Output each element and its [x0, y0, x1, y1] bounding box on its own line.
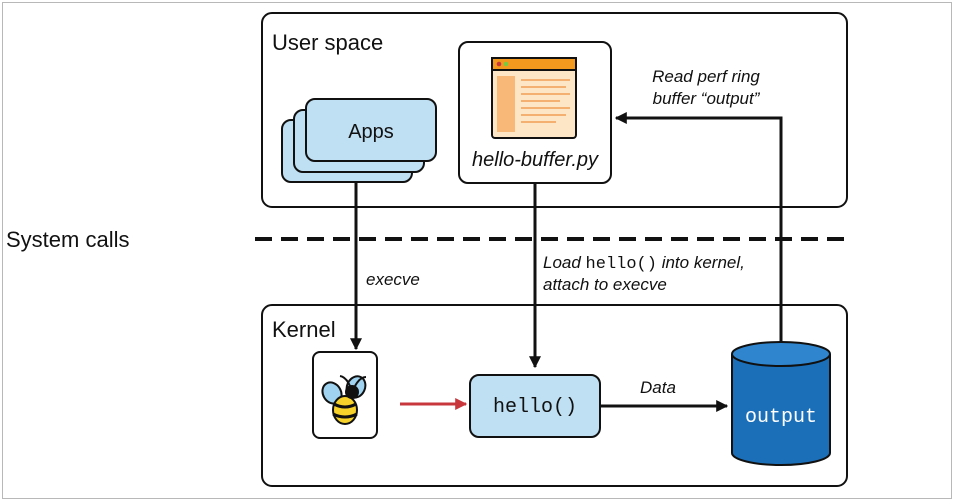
data-edge: Data — [600, 378, 729, 412]
hello-function-label: hello() — [493, 396, 577, 419]
ebpf-node — [312, 351, 378, 439]
apps-node: Apps — [281, 98, 437, 183]
read-buffer-edge: Read perf ring buffer “output” — [614, 67, 783, 342]
system-calls-label: System calls — [6, 227, 129, 252]
load-label-line2: attach to execve — [543, 275, 667, 294]
read-label-line2: buffer “output” — [653, 89, 761, 108]
browser-window-icon — [491, 57, 577, 139]
load-label-line1: Load hello() into kernel, — [543, 253, 745, 274]
data-label: Data — [640, 378, 676, 397]
load-edge: Load hello() into kernel, attach to exec… — [529, 183, 745, 369]
output-label: output — [745, 406, 817, 429]
apps-label: Apps — [348, 121, 394, 143]
bee-icon — [321, 375, 367, 425]
hello-function-node: hello() — [469, 374, 601, 438]
execve-label: execve — [366, 270, 420, 289]
output-buffer-node: output — [731, 341, 831, 466]
system-calls-boundary: System calls — [6, 227, 850, 252]
execve-edge: execve — [350, 182, 420, 351]
program-node: hello-buffer.py — [458, 41, 612, 184]
user-space-title: User space — [272, 30, 383, 55]
kernel-title: Kernel — [272, 317, 336, 342]
read-label-line1: Read perf ring — [652, 67, 760, 86]
program-filename: hello-buffer.py — [472, 149, 599, 171]
